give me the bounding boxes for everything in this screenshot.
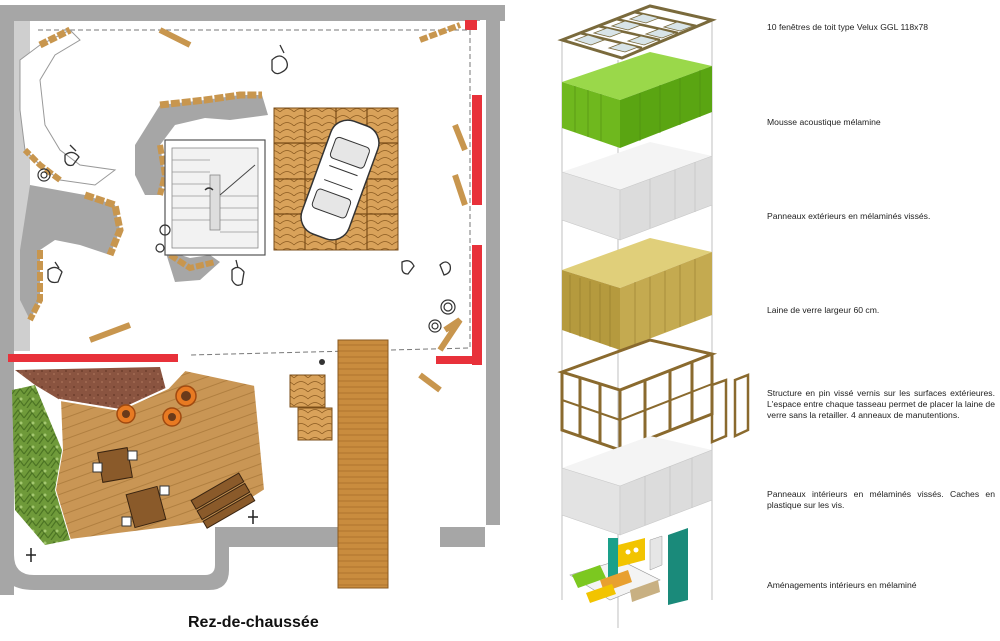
- exterior-panels-layer: [561, 142, 713, 241]
- outer-wall-right: [486, 5, 500, 525]
- interior-fittings-layer: [569, 528, 688, 605]
- ground-floor-plan: [0, 5, 505, 595]
- layer-label-interior-panels: Panneaux intérieurs en mélaminés vissés.…: [767, 489, 995, 510]
- plan-title: Rez-de-chaussée: [188, 614, 319, 631]
- outer-wall-left: [0, 5, 14, 595]
- red-wall-bottom-left: [8, 354, 178, 362]
- pine-structure-layer: [557, 338, 750, 453]
- layer-label-interior-fittings: Aménagements intérieurs en mélaminé: [767, 580, 917, 590]
- shelf-wall-center: [135, 95, 268, 195]
- layer-label-acoustic-foam: Mousse acoustique mélamine: [767, 117, 881, 127]
- car-icon: [300, 119, 380, 241]
- red-wall-right-mid: [472, 245, 482, 365]
- exploded-view: [557, 4, 750, 628]
- acoustic-foam-layer: [562, 52, 712, 148]
- wooden-ramp: [337, 339, 389, 589]
- soil-bed: [15, 367, 166, 410]
- red-wall-right-top: [472, 95, 482, 205]
- bottom-left-wall: [0, 520, 229, 590]
- roof-windows-layer: [557, 4, 717, 60]
- people-figures: [47, 44, 452, 286]
- orange-planters: [116, 385, 197, 427]
- layer-label-glass-wool: Laine de verre largeur 60 cm.: [767, 305, 880, 315]
- layer-label-pine-structure: Structure en pin vissé vernis sur les su…: [767, 388, 995, 420]
- outer-wall-top: [0, 5, 505, 21]
- terrace-step-bottom: [215, 527, 340, 547]
- staircase: [164, 139, 266, 256]
- terrace-furniture: [92, 374, 333, 529]
- layer-label-exterior-panels: Panneaux extérieurs en mélaminés vissés.: [767, 211, 931, 221]
- glass-wool-layer: [562, 238, 712, 350]
- red-wall-bottom-right: [436, 356, 480, 364]
- planting-strip: [12, 385, 70, 545]
- interior-panels-layer: [561, 436, 713, 536]
- shelf-wall-left-mid: [20, 185, 120, 320]
- round-tables: [37, 168, 456, 333]
- red-wall-top-right: [465, 20, 477, 30]
- layer-label-roof-windows: 10 fenêtres de toit type Velux GGL 118x7…: [767, 22, 928, 32]
